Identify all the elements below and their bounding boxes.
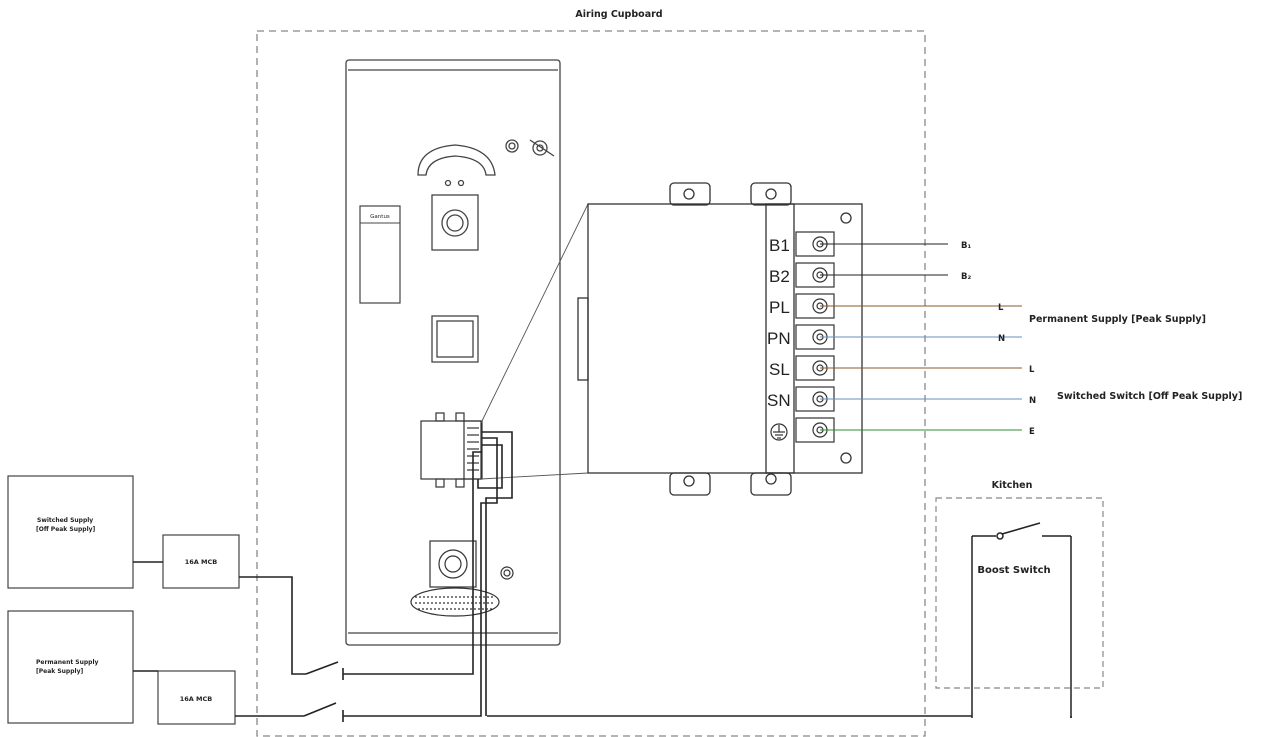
brand-label: Gantus — [370, 214, 390, 220]
terminal-sl: SL — [769, 360, 790, 379]
permanent-supply-line1: Permanent Supply — [36, 659, 99, 666]
enlarged-terminal-block — [577, 182, 863, 496]
kitchen-boundary — [935, 497, 1104, 689]
switched-supply-line2: [Off Peak Supply] — [36, 526, 96, 533]
airing-cupboard-title: Airing Cupboard — [575, 9, 662, 20]
hot-water-cylinder — [345, 59, 561, 646]
boost-switch-icon — [971, 522, 1072, 718]
terminal-pl: PL — [769, 298, 790, 317]
boost-switch-label: Boost Switch — [977, 565, 1050, 576]
switched-supply-label: Switched Switch [Off Peak Supply] — [1057, 391, 1242, 402]
wire-label-e: E — [1029, 427, 1035, 437]
mcb-top — [162, 534, 240, 589]
wire-label-pn: N — [998, 334, 1005, 344]
brand-label-box — [359, 205, 401, 304]
wire-label-sl: L — [1029, 365, 1035, 375]
wire-label-sn: N — [1029, 396, 1036, 406]
wire-label-pl: L — [998, 303, 1004, 313]
switched-supply-line1: Switched Supply — [37, 517, 93, 524]
airing-cupboard-boundary — [256, 30, 926, 737]
terminal-pn: PN — [767, 329, 791, 348]
kitchen-title: Kitchen — [992, 480, 1033, 491]
wire-label-b2: B₂ — [961, 272, 971, 282]
permanent-supply-line2: [Peak Supply] — [36, 668, 83, 675]
permanent-supply-label: Permanent Supply [Peak Supply] — [1029, 314, 1206, 325]
terminal-b2: B2 — [769, 267, 790, 286]
mcb-bottom — [157, 670, 236, 725]
earth-symbol-icon — [770, 423, 788, 441]
wire-label-b1: B₁ — [961, 241, 971, 251]
switched-supply-box — [7, 475, 134, 589]
lower-immersion-heater — [410, 540, 514, 617]
terminal-labels: B1 B2 PL PN SL SN — [767, 236, 791, 410]
supply-wiring — [133, 431, 1072, 722]
mcb-bottom-label: 16A MCB — [180, 695, 213, 703]
mcb-top-label: 16A MCB — [185, 558, 218, 566]
terminal-sn: SN — [767, 391, 791, 410]
permanent-supply-box — [7, 610, 134, 724]
terminal-b1: B1 — [769, 236, 790, 255]
